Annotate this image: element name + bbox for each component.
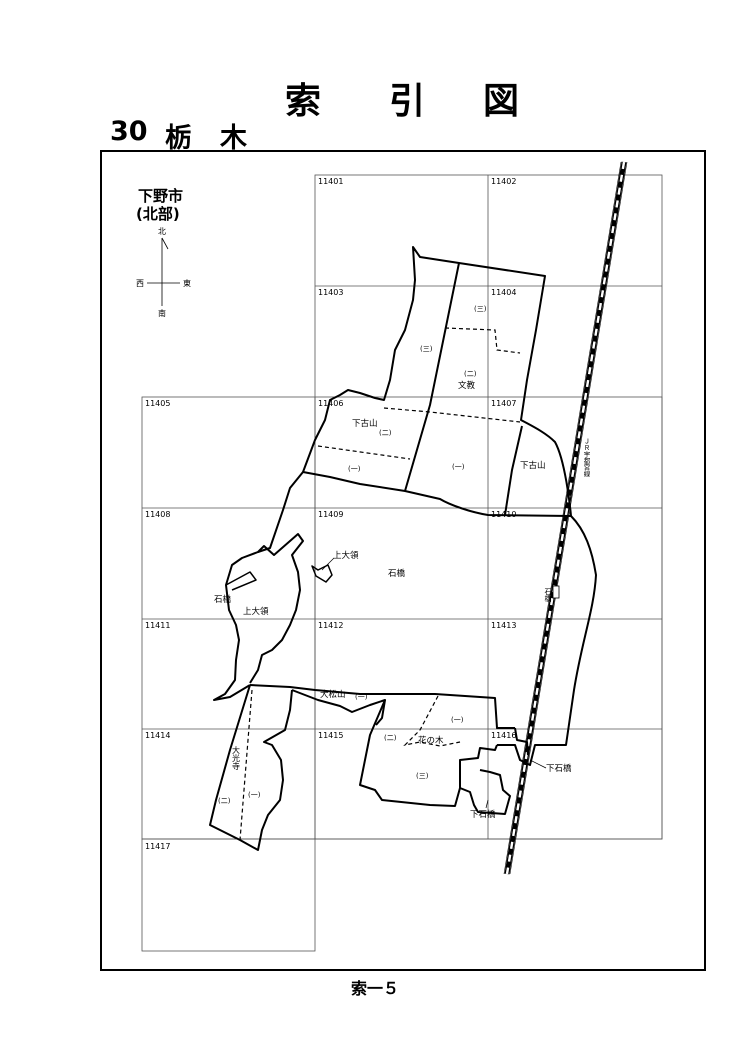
division-marker: (三)	[416, 772, 429, 780]
division-marker: (三)	[420, 345, 433, 353]
division-markers: (三) (三) (二) (二) (一) (一) (一) (一) (二) (三) …	[218, 305, 487, 805]
compass-south: 南	[158, 308, 166, 318]
page-title: 索 引 図	[285, 72, 535, 122]
sheet-number: 11403	[318, 288, 343, 297]
railway-line	[503, 161, 628, 875]
sheet-grid	[141, 174, 663, 952]
prefecture-char-2: 木	[220, 123, 247, 154]
title-char-3: 図	[483, 81, 520, 122]
compass-north: 北	[158, 227, 166, 236]
area-boundaries	[209, 246, 597, 851]
sheet-number: 11404	[491, 288, 516, 297]
place-shimoishibashi: 下石橋	[546, 763, 572, 774]
sheet-number: 11415	[318, 731, 343, 740]
title-char-2: 引	[389, 81, 426, 122]
place-ishibashi: 石橋	[214, 594, 232, 605]
sheet-number: 11417	[145, 842, 170, 851]
sheet-number: 11413	[491, 621, 516, 630]
place-hananoki: 花の木	[418, 735, 444, 746]
vertical-labels: 大光寺 ＪＲ宇都宮線 石橋	[232, 438, 591, 770]
compass-east: 東	[183, 278, 191, 288]
city-part: (北部)	[136, 205, 180, 223]
place-kamiooryo: 上大領	[243, 606, 269, 617]
railway-name: ＪＲ宇都宮線	[582, 438, 590, 477]
sheet-number: 11412	[318, 621, 343, 630]
sheet-number: 11406	[318, 399, 343, 408]
sheet-number: 11408	[145, 510, 170, 519]
place-labels: 文教 下古山 下古山 石橋 石橋 上大領 上大領 大松山 花の木 下石橋 下石橋	[214, 380, 572, 820]
sheet-number: 11405	[145, 399, 170, 408]
sheet-numbers: 11401 11402 11403 11404 11405 11406 1140…	[145, 177, 516, 851]
division-marker: (一)	[452, 463, 465, 471]
sheet-number: 11407	[491, 399, 516, 408]
place-ishibashi: 石橋	[388, 568, 406, 579]
place-shimofuruyama: 下古山	[520, 460, 546, 471]
sheet-number: 11416	[491, 731, 516, 740]
place-oomatsuyama: 大松山	[320, 689, 346, 700]
compass-west: 西	[136, 279, 144, 288]
sheet-number: 11411	[145, 621, 170, 630]
page-number: 索一５	[350, 979, 399, 998]
compass-rose: 北 南 東 西	[136, 227, 191, 318]
sheet-number: 11409	[318, 510, 343, 519]
sheet-number: 11414	[145, 731, 170, 740]
division-marker: (一)	[451, 716, 464, 724]
place-bunkyo: 文教	[458, 380, 476, 391]
dashed-boundaries	[239, 327, 521, 841]
division-marker: (二)	[464, 370, 477, 378]
sheet-number: 11401	[318, 177, 343, 186]
place-kamiooryo: 上大領	[333, 550, 359, 561]
leader-lines	[321, 557, 547, 809]
city-name: 下野市	[138, 187, 183, 205]
place-daikoji: 大光寺	[232, 745, 241, 770]
title-char-1: 索	[285, 81, 322, 122]
map-frame	[100, 150, 706, 971]
division-marker: (一)	[248, 791, 261, 799]
division-marker: (二)	[218, 797, 231, 805]
prefecture-char-1: 栃	[165, 123, 192, 154]
division-marker: (一)	[348, 465, 361, 473]
division-marker: (三)	[474, 305, 487, 313]
station-marker	[552, 585, 560, 599]
sheet-number: 11402	[491, 177, 516, 186]
division-marker: (二)	[379, 429, 392, 437]
division-marker: (一)	[355, 693, 368, 701]
station-name: 石橋	[544, 588, 552, 603]
prefecture-number: 30	[110, 116, 148, 147]
division-marker: (二)	[384, 734, 397, 742]
place-shimoishibashi: 下石橋	[470, 809, 496, 820]
place-shimofuruyama: 下古山	[352, 418, 378, 429]
